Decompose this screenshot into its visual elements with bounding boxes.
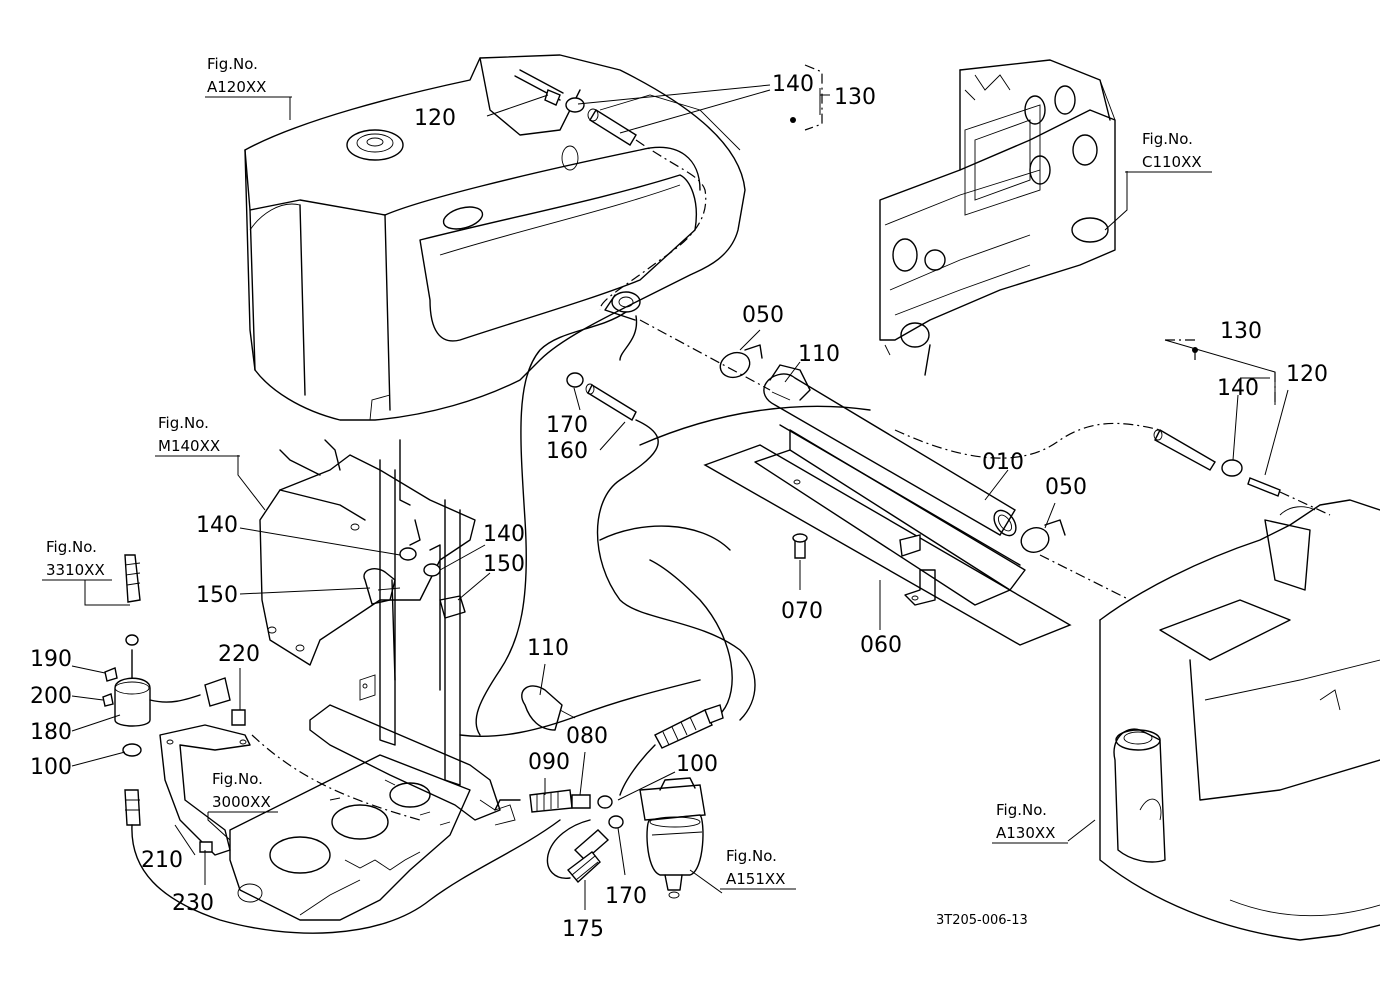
right-hose-assembly — [894, 347, 1331, 516]
top-hose-assembly — [514, 69, 796, 311]
callout-110: 110 — [527, 636, 569, 661]
engine-head-gasket — [229, 754, 471, 921]
fuel-hose-pump — [131, 819, 561, 934]
callout-060: 060 — [860, 633, 902, 658]
fuel-hose-160 — [596, 419, 756, 721]
fig-ref-label: Fig.No. — [212, 770, 263, 788]
callout-140: 140 — [772, 72, 814, 97]
fig-ref-a130: Fig.No. A130XX — [992, 801, 1068, 844]
callout-050: 050 — [1045, 475, 1087, 500]
callout-200: 200 — [30, 684, 72, 709]
fig-ref-3310: Fig.No. 3310XX — [42, 538, 112, 581]
callout-010: 010 — [982, 450, 1024, 475]
frame-bracket — [259, 439, 516, 826]
callout-130: 130 — [834, 85, 876, 110]
fig-ref-a120: Fig.No. A120XX — [205, 55, 292, 98]
callout-130: 130 — [1220, 319, 1262, 344]
callout-050: 050 — [742, 303, 784, 328]
fig-ref-a151: Fig.No. A151XX — [720, 847, 796, 890]
fuel-tank-left — [244, 54, 746, 421]
callout-140: 140 — [483, 522, 525, 547]
callout-100: 100 — [30, 755, 72, 780]
callout-150: 150 — [483, 552, 525, 577]
bracket-130-right — [1165, 339, 1276, 405]
callout-070: 070 — [781, 599, 823, 624]
fig-ref-number: A130XX — [996, 824, 1055, 842]
hose-090-080 — [494, 789, 613, 813]
callout-180: 180 — [30, 720, 72, 745]
fuel-filter — [546, 777, 706, 899]
fig-ref-label: Fig.No. — [726, 847, 777, 865]
callout-080: 080 — [566, 724, 608, 749]
fuel-tank-right — [1099, 499, 1380, 941]
hose-160-part — [566, 372, 637, 421]
fuel-hose-tank — [499, 311, 627, 671]
callout-170: 170 — [605, 884, 647, 909]
fuel-pump — [102, 554, 231, 826]
engine-block-right — [879, 59, 1116, 376]
callout-140: 140 — [196, 513, 238, 538]
fig-ref-label: Fig.No. — [1142, 130, 1193, 148]
pipe-and-bracket — [703, 344, 1072, 646]
fig-ref-label: Fig.No. — [207, 55, 258, 73]
fig-ref-c110: Fig.No. C110XX — [1125, 130, 1212, 173]
drawing-code: 3T205-006-13 — [936, 913, 1028, 928]
callout-220: 220 — [218, 642, 260, 667]
callout-numbers: 120 140 130 050 110 170 160 130 140 120 … — [30, 72, 1328, 942]
callout-120: 120 — [414, 106, 456, 131]
fig-ref-m140: Fig.No. M140XX — [155, 414, 240, 457]
callout-160: 160 — [546, 439, 588, 464]
callout-120: 120 — [1286, 362, 1328, 387]
fig-ref-number: C110XX — [1142, 153, 1202, 171]
callout-100: 100 — [676, 752, 718, 777]
fig-ref-3000: Fig.No. 3000XX — [208, 770, 278, 813]
fig-ref-number: A120XX — [207, 78, 266, 96]
callout-090: 090 — [528, 750, 570, 775]
leader-lines — [71, 84, 1289, 910]
hose-upper-filter — [619, 559, 733, 796]
bracket-130-top — [804, 64, 823, 131]
fig-ref-label: Fig.No. — [996, 801, 1047, 819]
callout-170: 170 — [546, 413, 588, 438]
callout-210: 210 — [141, 848, 183, 873]
callout-150: 150 — [196, 583, 238, 608]
clamp-110-lower — [459, 679, 701, 737]
pump-bracket — [159, 709, 251, 856]
frame-clamps — [363, 547, 466, 619]
fig-ref-number: A151XX — [726, 870, 785, 888]
callout-230: 230 — [172, 891, 214, 916]
callout-140: 140 — [1217, 376, 1259, 401]
callout-175: 175 — [562, 917, 604, 942]
fig-ref-number: M140XX — [158, 437, 220, 455]
callout-110: 110 — [798, 342, 840, 367]
fig-ref-number: 3310XX — [46, 561, 105, 579]
fig-ref-number: 3000XX — [212, 793, 271, 811]
fig-ref-label: Fig.No. — [46, 538, 97, 556]
fig-ref-label: Fig.No. — [158, 414, 209, 432]
callout-190: 190 — [30, 647, 72, 672]
